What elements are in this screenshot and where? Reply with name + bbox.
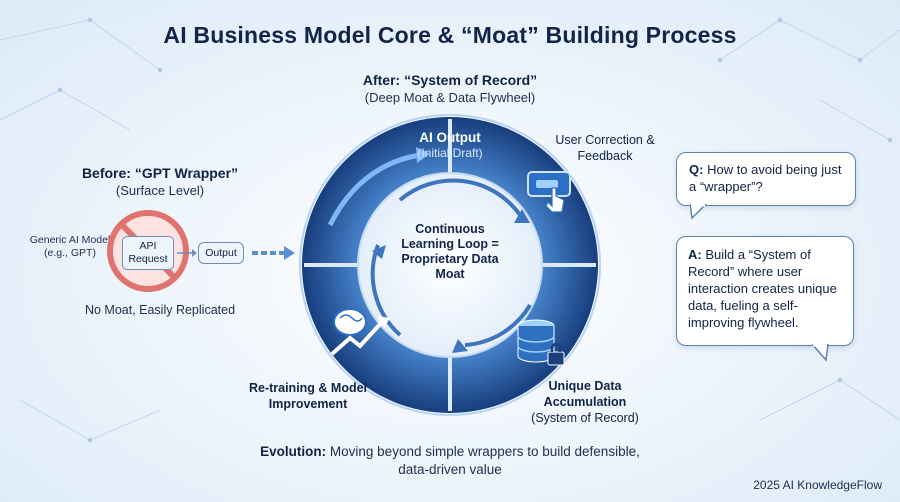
question-bubble-tail: [690, 204, 708, 220]
ai-output-label: AI Output: [419, 130, 481, 145]
evolution-text: Moving beyond simple wrappers to build d…: [329, 444, 640, 477]
before-subheading: (Surface Level): [115, 183, 205, 198]
question-text: How to avoid being just a “wrapper”?: [689, 162, 842, 194]
brain-growth-icon: [330, 308, 390, 356]
answer-bubble-tail: [812, 344, 829, 362]
api-request-box: API Request: [122, 236, 174, 270]
page-title: AI Business Model Core & “Moat” Building…: [163, 22, 737, 48]
dashed-arrow-icon: [252, 246, 295, 260]
evolution-prefix: Evolution:: [260, 444, 327, 459]
user-correction-label: User Correction & Feedback: [555, 133, 655, 163]
generic-model-label: Generic AI Model (e.g., GPT): [29, 234, 111, 259]
question-bubble: Q: How to avoid being just a “wrapper”?: [676, 152, 856, 206]
output-box: Output: [198, 242, 244, 264]
unique-data-sublabel: (System of Record): [531, 411, 639, 425]
database-lock-icon: [517, 319, 565, 366]
center-loop-text: Continuous Learning Loop = Proprietary D…: [401, 222, 499, 281]
arrow-icon: [177, 249, 197, 257]
after-subheading: (Deep Moat & Data Flywheel): [364, 90, 536, 105]
answer-prefix: A:: [688, 247, 702, 262]
unique-data-label: Unique Data Accumulation: [543, 379, 627, 409]
no-moat-note: No Moat, Easily Replicated: [84, 303, 236, 317]
answer-bubble: A: Build a “System of Record” where user…: [676, 236, 854, 346]
ai-output-sublabel: (Initial Draft): [417, 146, 483, 160]
answer-text: Build a “System of Record” where user in…: [688, 247, 837, 330]
question-prefix: Q:: [689, 162, 704, 177]
footer-credit: 2025 AI KnowledgeFlow: [753, 478, 882, 492]
evolution-statement: Evolution: Moving beyond simple wrappers…: [250, 443, 650, 479]
before-heading: Before: “GPT Wrapper”: [81, 165, 239, 181]
after-heading: After: “System of Record”: [362, 72, 538, 88]
retraining-label: Re-training & Model Improvement: [248, 381, 368, 411]
touch-screen-icon: [527, 171, 571, 213]
